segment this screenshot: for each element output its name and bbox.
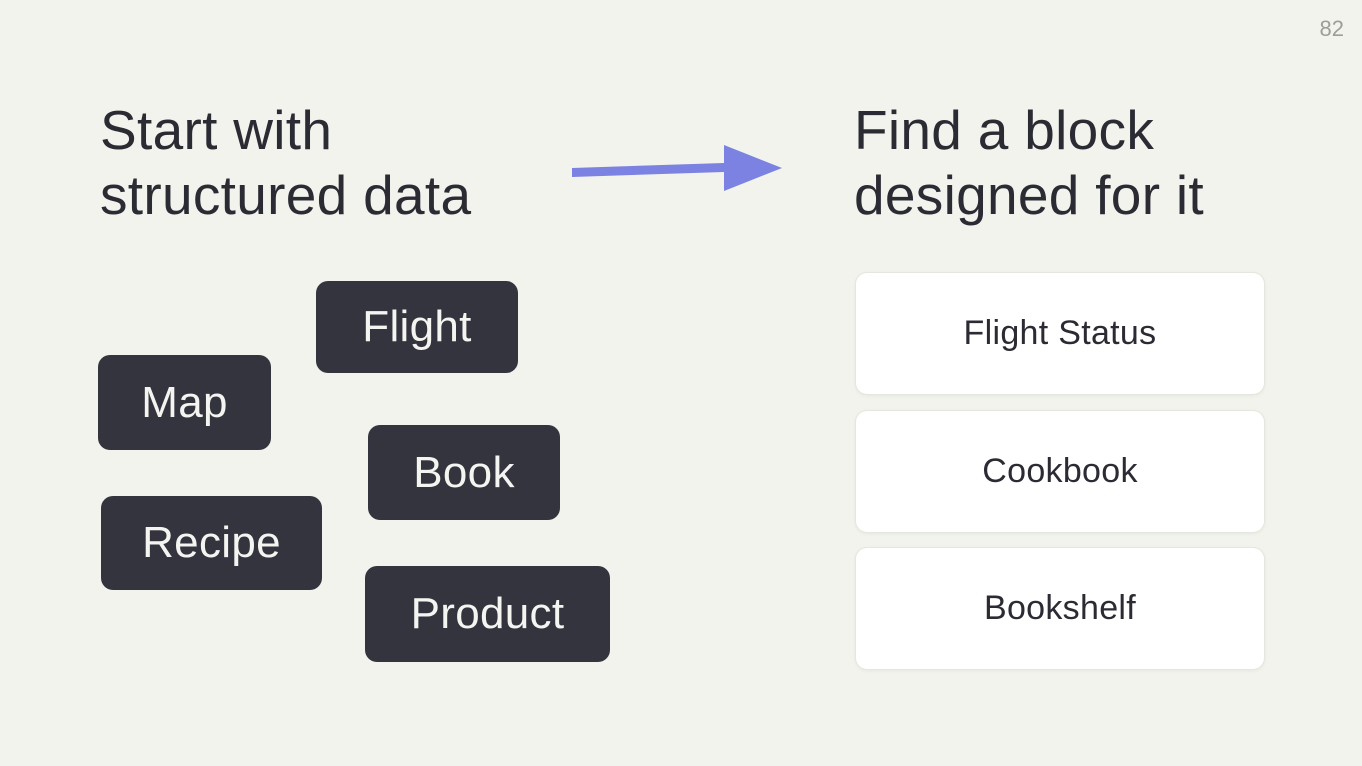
right-heading-line-1: Find a block bbox=[854, 99, 1155, 161]
card-flight-status: Flight Status bbox=[855, 272, 1265, 395]
tag-book: Book bbox=[368, 425, 560, 520]
tag-product-label: Product bbox=[410, 589, 565, 638]
left-heading-line-2: structured data bbox=[100, 164, 472, 227]
right-arrow-icon bbox=[572, 145, 782, 191]
tag-recipe-label: Recipe bbox=[142, 518, 281, 567]
right-heading-line-2: designed for it bbox=[854, 164, 1204, 227]
right-heading: Find a block designed for it bbox=[854, 98, 1204, 229]
tag-map: Map bbox=[98, 355, 271, 450]
tag-flight-label: Flight bbox=[362, 302, 472, 351]
right-arrow-shape bbox=[572, 145, 782, 191]
card-cookbook: Cookbook bbox=[855, 410, 1265, 533]
tag-map-label: Map bbox=[141, 377, 228, 427]
tag-recipe: Recipe bbox=[101, 496, 322, 590]
card-cookbook-label: Cookbook bbox=[982, 452, 1138, 490]
page-number: 82 bbox=[1319, 16, 1344, 41]
card-bookshelf: Bookshelf bbox=[855, 547, 1265, 670]
card-flight-status-label: Flight Status bbox=[963, 314, 1157, 352]
left-heading: Start with structured data bbox=[100, 98, 471, 229]
left-heading-line-1: Start with bbox=[100, 99, 333, 161]
tag-flight: Flight bbox=[316, 281, 518, 373]
card-bookshelf-label: Bookshelf bbox=[983, 589, 1136, 627]
tag-book-label: Book bbox=[413, 447, 515, 497]
tag-product: Product bbox=[365, 566, 610, 662]
